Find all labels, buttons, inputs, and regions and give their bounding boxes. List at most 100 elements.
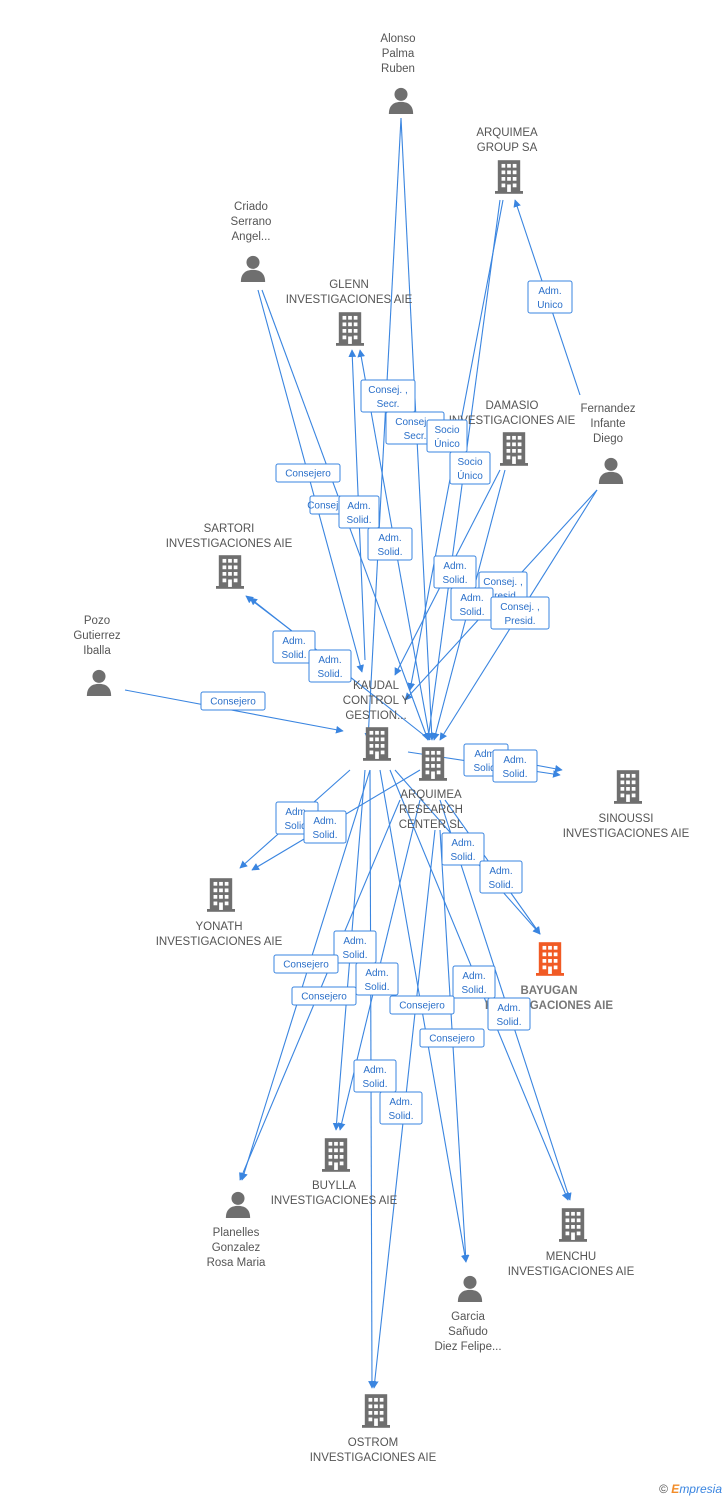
relation-label[interactable]: Adm.Solid. xyxy=(353,1059,397,1093)
node-label-line: Infante xyxy=(590,418,625,430)
relation-label[interactable]: Adm.Solid. xyxy=(479,860,523,894)
relation-label-text: Solid. xyxy=(442,575,467,586)
building-icon xyxy=(362,1394,390,1428)
relation-label-text: Adm. xyxy=(347,501,370,512)
relation-label[interactable]: Adm.Solid. xyxy=(355,962,399,996)
relation-label[interactable]: Consejero xyxy=(389,995,455,1015)
node-label-line: INVESTIGACIONES AIE xyxy=(449,415,576,427)
building-icon xyxy=(207,878,235,912)
relation-label[interactable]: Adm.Solid. xyxy=(379,1091,423,1125)
node-label-line: INVESTIGACIONES AIE xyxy=(563,828,690,840)
relation-label-text: Consejero xyxy=(429,1034,475,1045)
node-label-line: KAUDAL xyxy=(353,680,400,692)
relation-label-text: Consejero xyxy=(301,992,347,1003)
relation-label-box xyxy=(333,930,377,964)
relation-label-text: Solid. xyxy=(284,821,309,832)
relation-label[interactable]: Adm.Solid. xyxy=(272,630,316,664)
relation-label-box xyxy=(338,495,380,529)
relation-label[interactable]: Consejero xyxy=(419,1028,485,1048)
relation-label-text: Único xyxy=(457,469,483,482)
node-label-line: Garcia xyxy=(451,1311,485,1323)
node-label-line: INVESTIGACIONES AIE xyxy=(286,294,413,306)
node-label-line: Ruben xyxy=(381,63,415,75)
node-label-line: ARQUIMEA xyxy=(400,789,462,801)
node-label-line: Pozo xyxy=(84,615,110,627)
node-sinoussi[interactable]: SINOUSSI INVESTIGACIONES AIE xyxy=(563,770,690,840)
node-label-line: Iballa xyxy=(83,645,111,657)
relation-label-text: Solid. xyxy=(346,515,371,526)
relation-label[interactable]: Adm.Unico xyxy=(527,280,573,314)
relation-label[interactable]: Consejero xyxy=(273,954,339,974)
relation-label[interactable]: Consej. ,Presid. xyxy=(490,596,550,630)
relation-label-box xyxy=(275,463,341,483)
relation-label-text: Solid. xyxy=(502,769,527,780)
node-label-line: SINOUSSI xyxy=(599,813,654,825)
relation-label[interactable]: Consej. ,Secr. xyxy=(360,379,416,413)
relation-label-text: Adm. xyxy=(460,593,483,604)
node-label-line: Gutierrez xyxy=(73,630,121,642)
relation-label[interactable]: Adm. Solid. xyxy=(338,495,380,529)
relation-label[interactable]: Adm.Solid. xyxy=(492,749,538,783)
relation-edge xyxy=(379,769,469,1263)
relation-label[interactable]: Adm.Solid. xyxy=(441,832,485,866)
relation-label[interactable]: Adm.Solid. xyxy=(487,997,531,1031)
relation-label-box xyxy=(355,962,399,996)
relation-label-box xyxy=(527,280,573,314)
relation-label-text: Adm. xyxy=(285,807,308,818)
building-icon xyxy=(363,727,391,761)
relation-label-text: Adm. xyxy=(313,816,336,827)
relation-label-box xyxy=(419,1028,485,1048)
relation-label-text: Consejero xyxy=(283,960,329,971)
relation-label[interactable]: Adm.Solid. xyxy=(308,649,352,683)
relation-label-text: Secr. xyxy=(404,431,427,442)
relation-label[interactable]: Adm.Solid. xyxy=(367,527,413,561)
relation-label[interactable]: Consejero xyxy=(275,463,341,483)
relation-label-box xyxy=(291,986,357,1006)
node-label-line: Diego xyxy=(593,433,623,445)
relation-label-text: Consej. , xyxy=(368,385,407,396)
node-label-line: GROUP SA xyxy=(477,142,538,154)
copyright-icon: © xyxy=(659,1482,668,1496)
relation-label-text: Adm. xyxy=(443,561,466,572)
relation-label-text: Consejero xyxy=(285,469,331,480)
relation-label-box xyxy=(490,596,550,630)
relation-label[interactable]: Adm.Solid. xyxy=(303,810,347,844)
node-label-line: OSTROM xyxy=(348,1437,398,1449)
relation-label[interactable]: Consejero xyxy=(291,986,357,1006)
relation-label-box xyxy=(492,749,538,783)
relation-label-text: Consejero xyxy=(210,697,256,708)
node-label-line: GESTION... xyxy=(345,710,406,722)
relation-label-text: Adm. xyxy=(538,286,561,297)
relation-label-text: Socio xyxy=(434,425,459,436)
building-icon xyxy=(559,1208,587,1242)
node-label-line: SARTORI xyxy=(204,523,255,535)
person-icon xyxy=(86,669,112,696)
relation-label[interactable]: Adm.Solid. xyxy=(333,930,377,964)
relation-label[interactable]: Adm.Solid. xyxy=(450,587,494,621)
relation-label[interactable]: Consejero xyxy=(200,691,266,711)
relation-label[interactable]: Adm.Solid. xyxy=(452,965,496,999)
relation-label[interactable]: Adm. Solid. xyxy=(433,555,477,589)
relation-label-text: Adm. xyxy=(489,866,512,877)
